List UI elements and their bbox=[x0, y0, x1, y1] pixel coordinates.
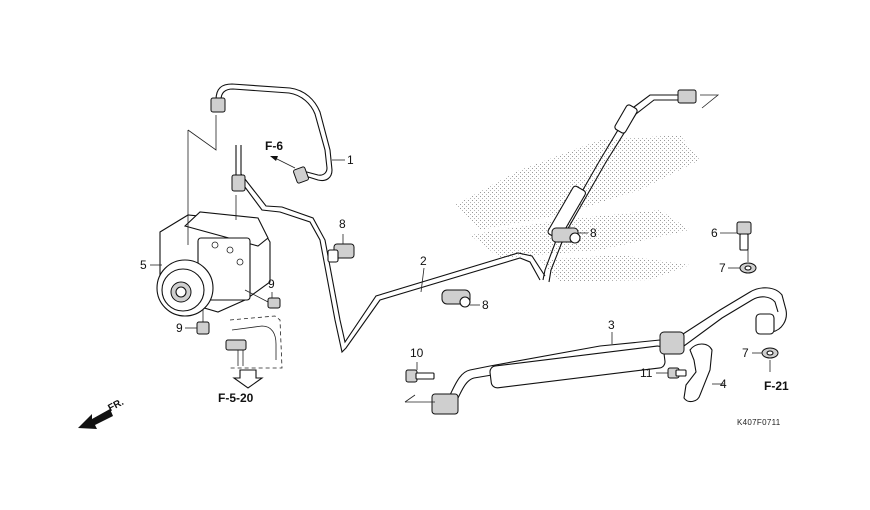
reference-f-5-20: F-5-20 bbox=[218, 391, 254, 405]
callout-9-right: 9 bbox=[268, 277, 275, 291]
brake-pipe-long bbox=[231, 89, 697, 354]
callout-8-left: 8 bbox=[339, 217, 346, 231]
continuation-arrow-right bbox=[700, 94, 720, 109]
callout-6: 6 bbox=[711, 226, 718, 240]
callout-7-lower: 7 bbox=[742, 346, 749, 360]
brake-hose bbox=[404, 287, 787, 415]
modulator-bolt-right bbox=[244, 289, 281, 309]
hose-clamp-bracket bbox=[683, 343, 713, 403]
oil-bolt bbox=[736, 221, 752, 251]
front-direction-arrow-icon bbox=[78, 409, 113, 429]
pipe-clamp-center bbox=[441, 289, 471, 308]
callout-2: 2 bbox=[420, 254, 427, 268]
reference-arrow-f6 bbox=[270, 156, 296, 169]
sealing-washer-upper bbox=[739, 250, 757, 274]
brake-pipe-upper bbox=[210, 83, 333, 184]
reference-f6: F-6 bbox=[265, 139, 283, 153]
drawing-code: K407F0711 bbox=[737, 418, 781, 427]
callout-8-right: 8 bbox=[590, 226, 597, 240]
reference-f21: F-21 bbox=[764, 379, 789, 393]
modulator-bolt-left bbox=[196, 310, 210, 335]
callout-leaders bbox=[150, 159, 762, 385]
callout-9-left: 9 bbox=[176, 321, 183, 335]
callout-3: 3 bbox=[608, 318, 615, 332]
brand-watermark bbox=[455, 135, 700, 282]
pipe-clamp-left bbox=[327, 243, 355, 263]
callout-1: 1 bbox=[347, 153, 354, 167]
callout-10: 10 bbox=[410, 346, 424, 360]
reference-box-f-5-20 bbox=[225, 315, 283, 389]
sealing-washer-lower bbox=[761, 347, 779, 372]
callout-11: 11 bbox=[640, 366, 653, 380]
abs-modulator bbox=[156, 115, 271, 317]
callout-8-center: 8 bbox=[482, 298, 489, 312]
pipe-clamp-right bbox=[551, 227, 581, 244]
flange-bolt-hose bbox=[405, 369, 435, 383]
callout-5: 5 bbox=[140, 258, 147, 272]
flange-bolt-bracket bbox=[667, 367, 687, 379]
callout-7-upper: 7 bbox=[719, 261, 726, 275]
callout-4: 4 bbox=[720, 377, 727, 391]
